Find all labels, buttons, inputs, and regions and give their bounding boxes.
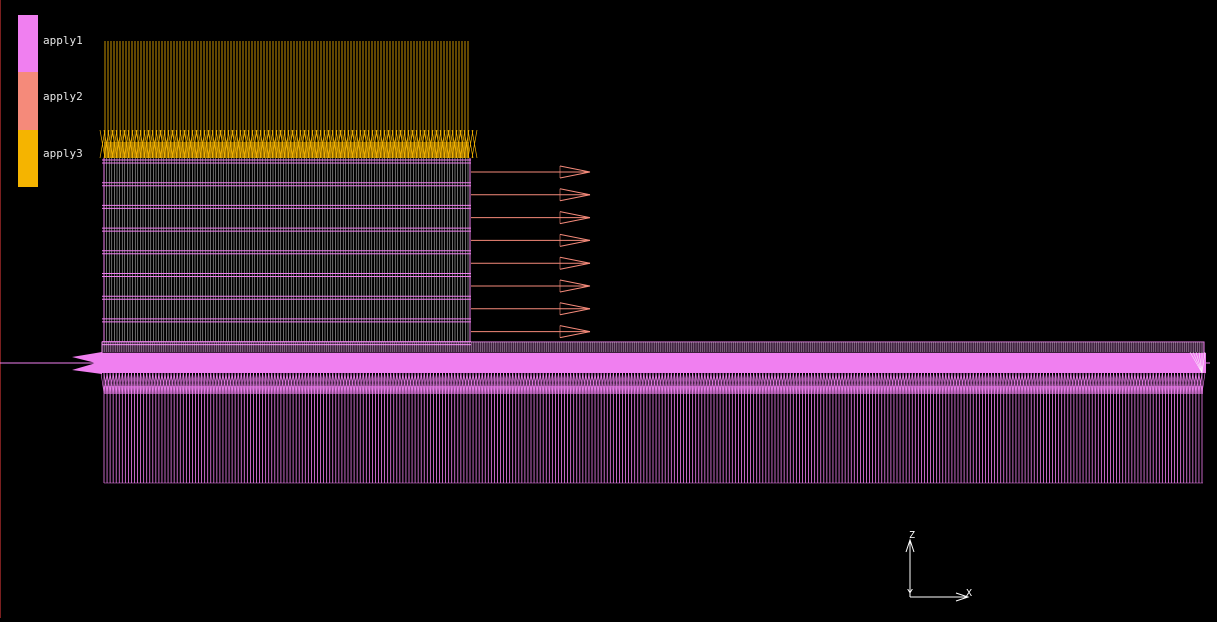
legend-label-apply2: apply2 (43, 90, 83, 103)
legend-swatch-apply2 (18, 72, 38, 130)
legend-label-apply1: apply1 (43, 34, 83, 47)
upper-block-mesh (102, 158, 471, 346)
apply2-side-arrows (471, 165, 591, 339)
apply1-bottom-arrows (100, 372, 1206, 484)
base-plate-mesh (0, 341, 1210, 374)
apply3-load-arrows (99, 41, 478, 159)
triad-y-label: Y (907, 588, 913, 599)
triad-x-label: X (966, 588, 972, 599)
legend-swatch-apply1 (18, 15, 38, 72)
legend-label-apply3: apply3 (43, 147, 83, 160)
triad-z-label: Z (909, 530, 915, 541)
legend-swatch-apply3 (18, 130, 38, 187)
coordinate-triad: Z Y X (905, 530, 972, 602)
